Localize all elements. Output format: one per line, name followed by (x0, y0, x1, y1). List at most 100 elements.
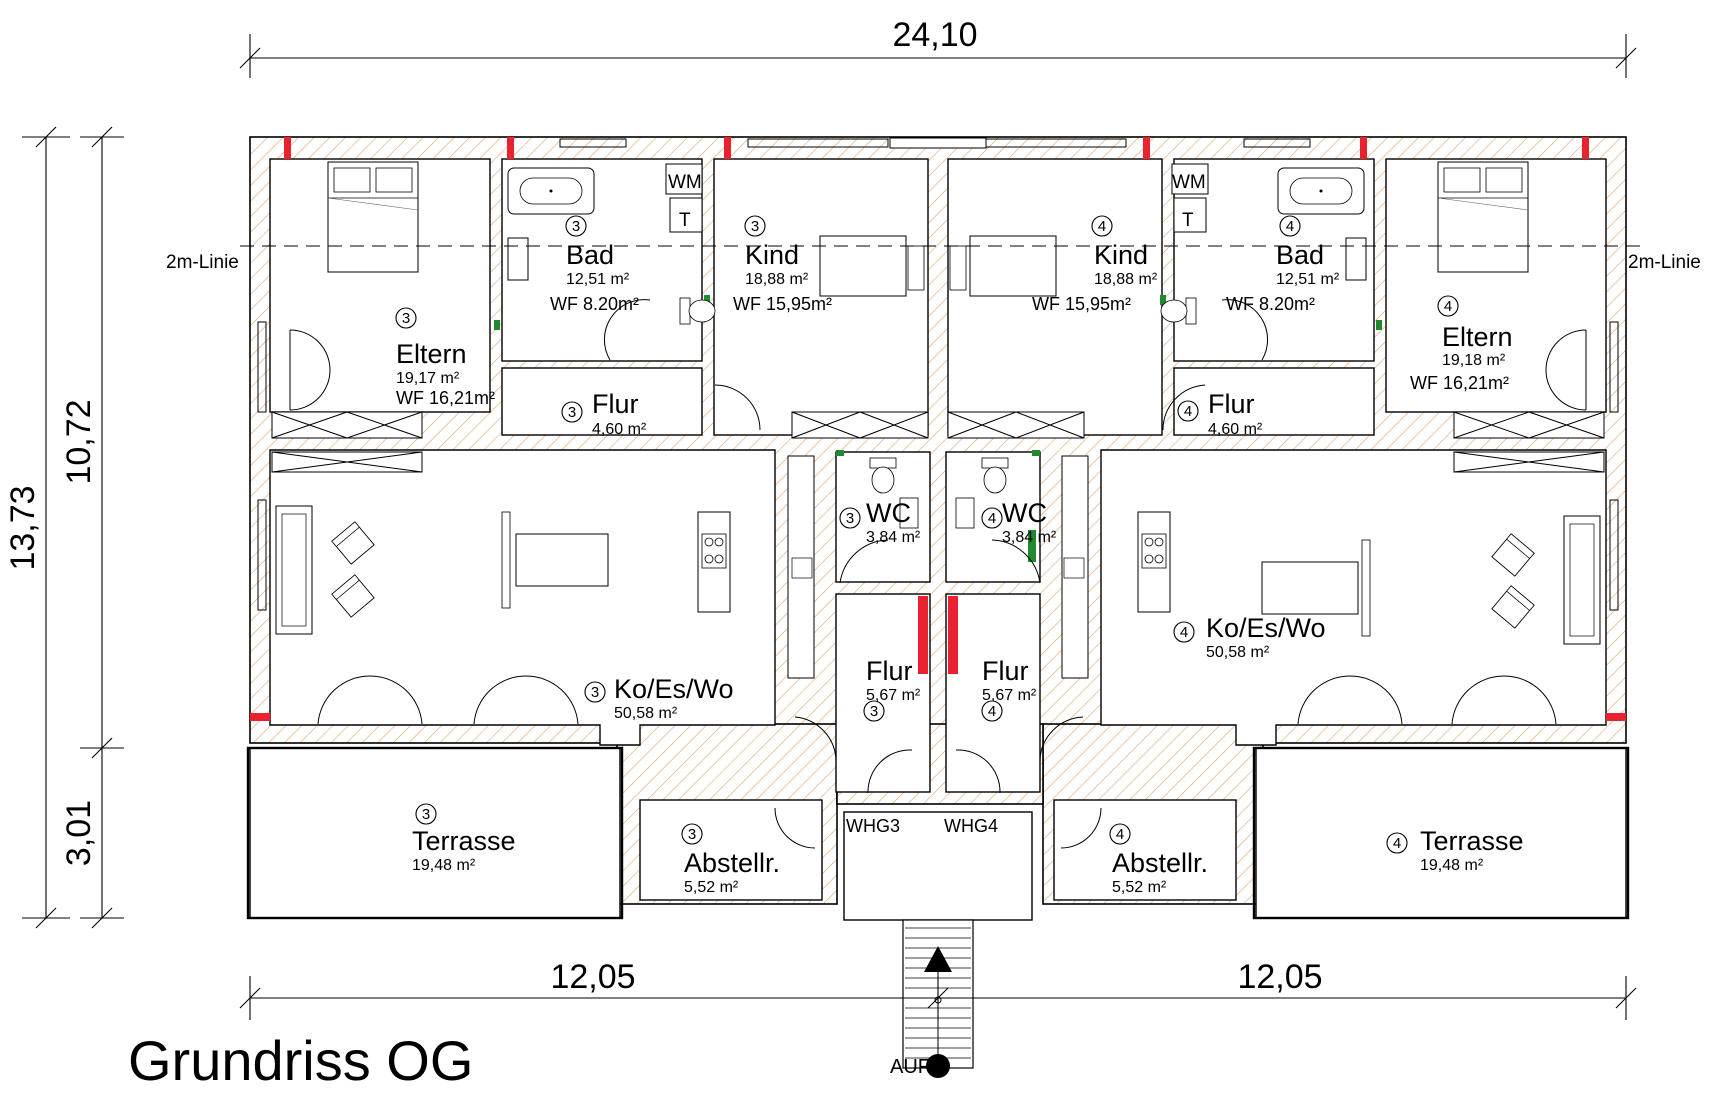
unit-number: 4 (1116, 826, 1124, 843)
unit-number: 4 (1444, 298, 1452, 315)
dim-house-depth: 10,72 (60, 399, 98, 484)
room-abstell-4 (1053, 799, 1237, 901)
unit-number: 3 (751, 218, 759, 235)
room-name: Flur (592, 389, 639, 419)
unit-3-labels: 3 Bad 12,51 m² WF 8.20m² 3 Kind 18,88 m²… (395, 215, 921, 896)
unit-number: 3 (846, 510, 854, 527)
room-name: Flur (866, 656, 913, 686)
dim-half-left: 12,05 (550, 958, 635, 996)
dimensions (22, 34, 1637, 1020)
unit-number: 4 (1098, 218, 1106, 235)
room-flur2-3 (835, 593, 931, 793)
line-label-left: 2m-Linie (166, 252, 239, 273)
room-name: Ko/Es/Wo (1206, 613, 1326, 643)
windows (257, 137, 1619, 611)
room-flur-3 (501, 367, 703, 436)
room-terrasse-4 (1255, 747, 1627, 919)
room-area: 19,48 m² (1420, 857, 1484, 874)
unit-number: 3 (402, 310, 410, 327)
entrance-label-whg3: WHG3 (846, 816, 900, 836)
room-area: 12,51 m² (1276, 271, 1340, 288)
room-wf: WF 16,21m² (1410, 373, 1509, 393)
room-flur-4 (1173, 367, 1375, 436)
room-wf: WF 8.20m² (550, 294, 639, 314)
doors (289, 299, 1587, 849)
room-wf: WF 15,95m² (733, 294, 832, 314)
plan-title: Grundriss OG (128, 1029, 473, 1092)
room-kind-4 (947, 158, 1163, 436)
room-terrasse-3 (249, 747, 621, 919)
unit-number: 3 (422, 806, 430, 823)
room-name: Terrasse (412, 826, 516, 856)
red-markers (250, 137, 1626, 721)
dryer-label-4: T (1182, 210, 1194, 231)
room-flur2-4 (945, 593, 1041, 793)
room-name: Bad (566, 240, 614, 270)
room-area: 5,67 m² (866, 687, 921, 704)
room-kew-3 (269, 449, 776, 746)
dim-total-width: 24,10 (892, 16, 977, 54)
room-area: 19,18 m² (1442, 352, 1506, 369)
green-markers (494, 295, 1382, 562)
unit-number: 4 (1393, 835, 1401, 852)
room-name: WC (1002, 498, 1047, 528)
stair (902, 919, 974, 1078)
room-area: 3,84 m² (1002, 529, 1057, 546)
room-name: Abstellr. (1112, 848, 1208, 878)
room-wf: WF 15,95m² (1032, 294, 1131, 314)
unit-number: 4 (1286, 218, 1294, 235)
room-area: 18,88 m² (1094, 271, 1158, 288)
unit-number: 4 (988, 703, 996, 720)
stair-start-dot (926, 1054, 950, 1078)
dryer-label-3: T (679, 210, 691, 231)
room-area: 19,17 m² (396, 370, 460, 387)
washer-label-3: WM (668, 172, 702, 193)
room-area: 19,48 m² (412, 857, 476, 874)
room-area: 3,84 m² (866, 529, 921, 546)
room-entry (843, 811, 1033, 921)
unit-number: 4 (988, 510, 996, 527)
room-area: 50,58 m² (1206, 644, 1270, 661)
room-area: 18,88 m² (745, 271, 809, 288)
room-kind-3 (713, 158, 929, 436)
line-label-right: 2m-Linie (1628, 252, 1701, 273)
furniture (271, 161, 1605, 679)
entrance-label-whg4: WHG4 (944, 816, 998, 836)
room-name: Eltern (1442, 322, 1513, 352)
room-area: 5,52 m² (1112, 879, 1167, 896)
room-name: Kind (1094, 240, 1148, 270)
room-name: Flur (982, 656, 1029, 686)
room-area: 5,67 m² (982, 687, 1037, 704)
room-area: 12,51 m² (566, 271, 630, 288)
room-name: WC (866, 498, 911, 528)
room-name: Terrasse (1420, 826, 1524, 856)
room-area: 4,60 m² (1208, 421, 1263, 438)
room-name: Ko/Es/Wo (614, 674, 734, 704)
dim-half-right: 12,05 (1237, 958, 1322, 996)
unit-number: 4 (1180, 624, 1188, 641)
unit-number: 3 (688, 826, 696, 843)
room-area: 5,52 m² (684, 879, 739, 896)
room-area: 4,60 m² (592, 421, 647, 438)
room-wf: WF 8.20m² (1226, 294, 1315, 314)
unit-number: 4 (1184, 403, 1192, 420)
rooms (249, 158, 1627, 921)
room-name: Kind (745, 240, 799, 270)
unit-number: 3 (870, 703, 878, 720)
room-wf: WF 16,21m² (396, 388, 495, 408)
room-name: Abstellr. (684, 848, 780, 878)
room-name: Bad (1276, 240, 1324, 270)
unit-4-labels: 4 Bad 12,51 m² WF 8.20m² 4 Kind 18,88 m²… (981, 215, 1524, 896)
unit-number: 3 (568, 404, 576, 421)
unit-number: 3 (572, 218, 580, 235)
washer-label-4: WM (1172, 172, 1206, 193)
dim-total-depth: 13,73 (4, 485, 42, 570)
dim-terrace-depth: 3,01 (60, 800, 98, 866)
room-name: Flur (1208, 389, 1255, 419)
room-area: 50,58 m² (614, 705, 678, 722)
stair-label: AUF (890, 1056, 930, 1078)
room-abstell-3 (639, 799, 823, 901)
room-name: Eltern (396, 339, 467, 369)
unit-number: 3 (591, 684, 599, 701)
